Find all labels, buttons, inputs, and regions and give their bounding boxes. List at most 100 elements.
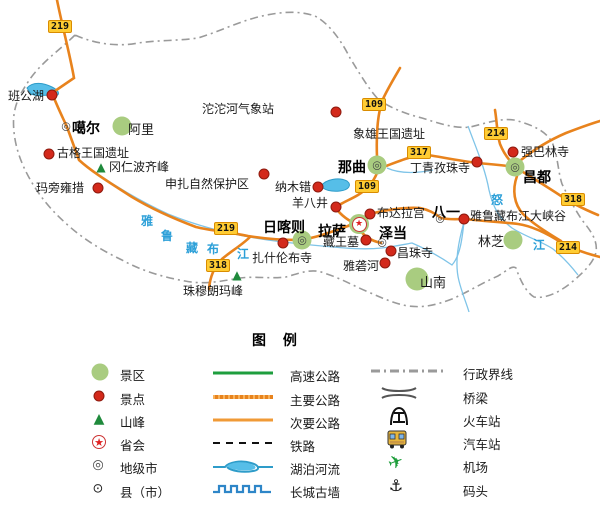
- legend-bridge-icon: [381, 387, 417, 399]
- legend-label-admin-boundary: 行政界线: [463, 367, 514, 382]
- spot-label-bangonghu: 班公湖: [8, 89, 45, 103]
- city-label-naqu: 那曲: [338, 160, 366, 176]
- legend-spot-dot-icon: [93, 390, 105, 402]
- spot-dot-budala: [364, 208, 376, 220]
- spot-dot-yalonghe: [379, 257, 391, 269]
- road-sign-318-2: 318: [206, 259, 231, 272]
- spot-label-budala: 布达拉宫: [377, 206, 426, 220]
- capital-star-icon: ★: [351, 216, 367, 232]
- legend-secondary-road-line-icon: [213, 418, 273, 422]
- scenic-circle-linzhi: [503, 230, 523, 250]
- legend-label-highway: 高速公路: [290, 369, 341, 384]
- scenic-circle-naqu: [367, 155, 387, 175]
- spot-dot-bangonghu: [46, 89, 58, 101]
- city-symbol-changdu: ◎: [510, 160, 520, 174]
- scenic-circle-ali: [112, 116, 132, 136]
- spot-dot-namucuo: [312, 181, 324, 193]
- road-sign-109: 109: [362, 98, 387, 111]
- legend-label-great-wall: 长城古墙: [290, 485, 341, 500]
- legend-title: 图 例: [252, 333, 303, 349]
- legend-label-lake-river: 湖泊河流: [290, 462, 341, 477]
- spot-label-yangbajing: 羊八井: [292, 196, 329, 210]
- road-sign-219: 219: [48, 20, 73, 33]
- scenic-circle-changdu: [505, 157, 525, 177]
- spot-label-tuotuohe: 沱沱河气象站: [202, 102, 275, 116]
- legend-great-wall-icon: [213, 484, 271, 494]
- legend-mountain-icon: ▲: [93, 411, 105, 427]
- road-sign-109-2: 109: [355, 180, 380, 193]
- city-symbol-gaer: ◎: [61, 119, 71, 133]
- spot-dot-guge: [43, 148, 55, 160]
- city-symbol-rikaze: ◎: [297, 233, 307, 247]
- spot-dot-zhashilunbu: [277, 237, 289, 249]
- spot-label-yalonghe: 雅砻河: [343, 259, 380, 273]
- spot-label-namucuo: 纳木错: [275, 180, 312, 194]
- capital-symbol-lasa: ★: [349, 214, 369, 234]
- legend-train-station-icon: [390, 406, 408, 426]
- city-symbol-naqu: ◎: [372, 158, 382, 172]
- scenic-circle-shannan: [405, 267, 429, 291]
- spot-label-xiangxiong: 象雄王国遗址: [353, 127, 426, 141]
- legend-label-secondary-road: 次要公路: [290, 416, 341, 431]
- city-symbol-zedang: ◎: [377, 235, 387, 249]
- scenic-circle-rikaze: [292, 230, 312, 250]
- spot-dot-daxiagu: [458, 213, 470, 225]
- city-label-changdu: 昌都: [523, 170, 551, 186]
- river-nujiang: [467, 125, 579, 276]
- legend-bus-station-icon: [387, 430, 407, 449]
- spot-label-daxiagu: 雅鲁藏布江大峡谷: [470, 209, 567, 223]
- city-label-lasa: 拉萨: [318, 224, 346, 240]
- road-sign-219-2: 219: [214, 222, 239, 235]
- road-sign-317: 317: [407, 146, 432, 159]
- city-label-bayi: 八一: [432, 205, 460, 221]
- spot-label-changzhusi: 昌珠寺: [397, 246, 434, 260]
- spot-label-guge: 古格王国遗址: [57, 146, 130, 160]
- road-sign-318: 318: [561, 193, 586, 206]
- legend-label-spot: 景点: [120, 392, 146, 407]
- spot-dot-tuotuohe: [330, 106, 342, 118]
- scenic-label-ali: 阿里: [128, 123, 155, 138]
- legend-railway-line-icon: [213, 442, 273, 444]
- river-label-nujiang-char2: 江: [533, 238, 546, 252]
- spot-label-zhashilunbu: 扎什伦布寺: [252, 251, 313, 265]
- legend-label-train-station: 火车站: [463, 414, 501, 429]
- spot-label-shenzha: 申扎自然保护区: [165, 177, 250, 191]
- river-label-yarlung-char1: 雅: [141, 214, 154, 228]
- legend-capital-icon: ★: [92, 435, 106, 449]
- legend-lake-river-icon: [213, 460, 273, 473]
- legend-label-airport: 机场: [463, 460, 489, 475]
- legend-label-prefecture: 地级市: [120, 461, 158, 476]
- legend-main-road-line-icon: [213, 395, 273, 399]
- legend-label-bus-station: 汽车站: [463, 437, 501, 452]
- river-label-yarlung-char4: 布: [207, 242, 220, 256]
- city-symbol-bayi: ◎: [435, 211, 445, 225]
- legend-label-county: 县（市）: [120, 485, 171, 500]
- river-label-yarlung-char3: 藏: [186, 241, 199, 255]
- legend-label-dock: 码头: [463, 484, 489, 499]
- river-yarlung-zangbo: [94, 167, 470, 313]
- legend-county-icon: ⊙: [92, 481, 104, 497]
- road-sign-214-2: 214: [556, 241, 581, 254]
- legend-scenic-circle-icon: [91, 363, 109, 381]
- spot-dot-yangbajing: [330, 201, 342, 213]
- legend-label-scenic: 景区: [120, 368, 146, 383]
- spot-label-qiangbalin: 强巴林寺: [521, 145, 570, 159]
- spot-dot-shenzha: [258, 168, 270, 180]
- river-label-nujiang-char1: 怒: [491, 193, 504, 207]
- scenic-label-shannan: 山南: [420, 276, 447, 291]
- spot-label-mapangyongcuo: 玛旁雍措: [36, 181, 85, 195]
- city-label-gaer: 噶尔: [72, 121, 100, 137]
- spot-dot-zangwangmu: [360, 234, 372, 246]
- spot-dot-mapangyongcuo: [92, 182, 104, 194]
- legend-label-mountain: 山峰: [120, 415, 146, 430]
- spot-dot-changzhusi: [385, 245, 397, 257]
- legend-dock-icon: ⚓: [388, 476, 404, 495]
- legend-highway-line-icon: [213, 371, 273, 375]
- city-label-zedang: 泽当: [379, 226, 407, 242]
- admin-boundary-line: [12, 11, 598, 308]
- lake-namtso: [320, 178, 350, 192]
- spot-label-zangwangmu: 藏王墓: [323, 235, 360, 249]
- legend-airport-icon: ✈: [385, 450, 407, 475]
- legend-label-bridge: 桥梁: [463, 391, 489, 406]
